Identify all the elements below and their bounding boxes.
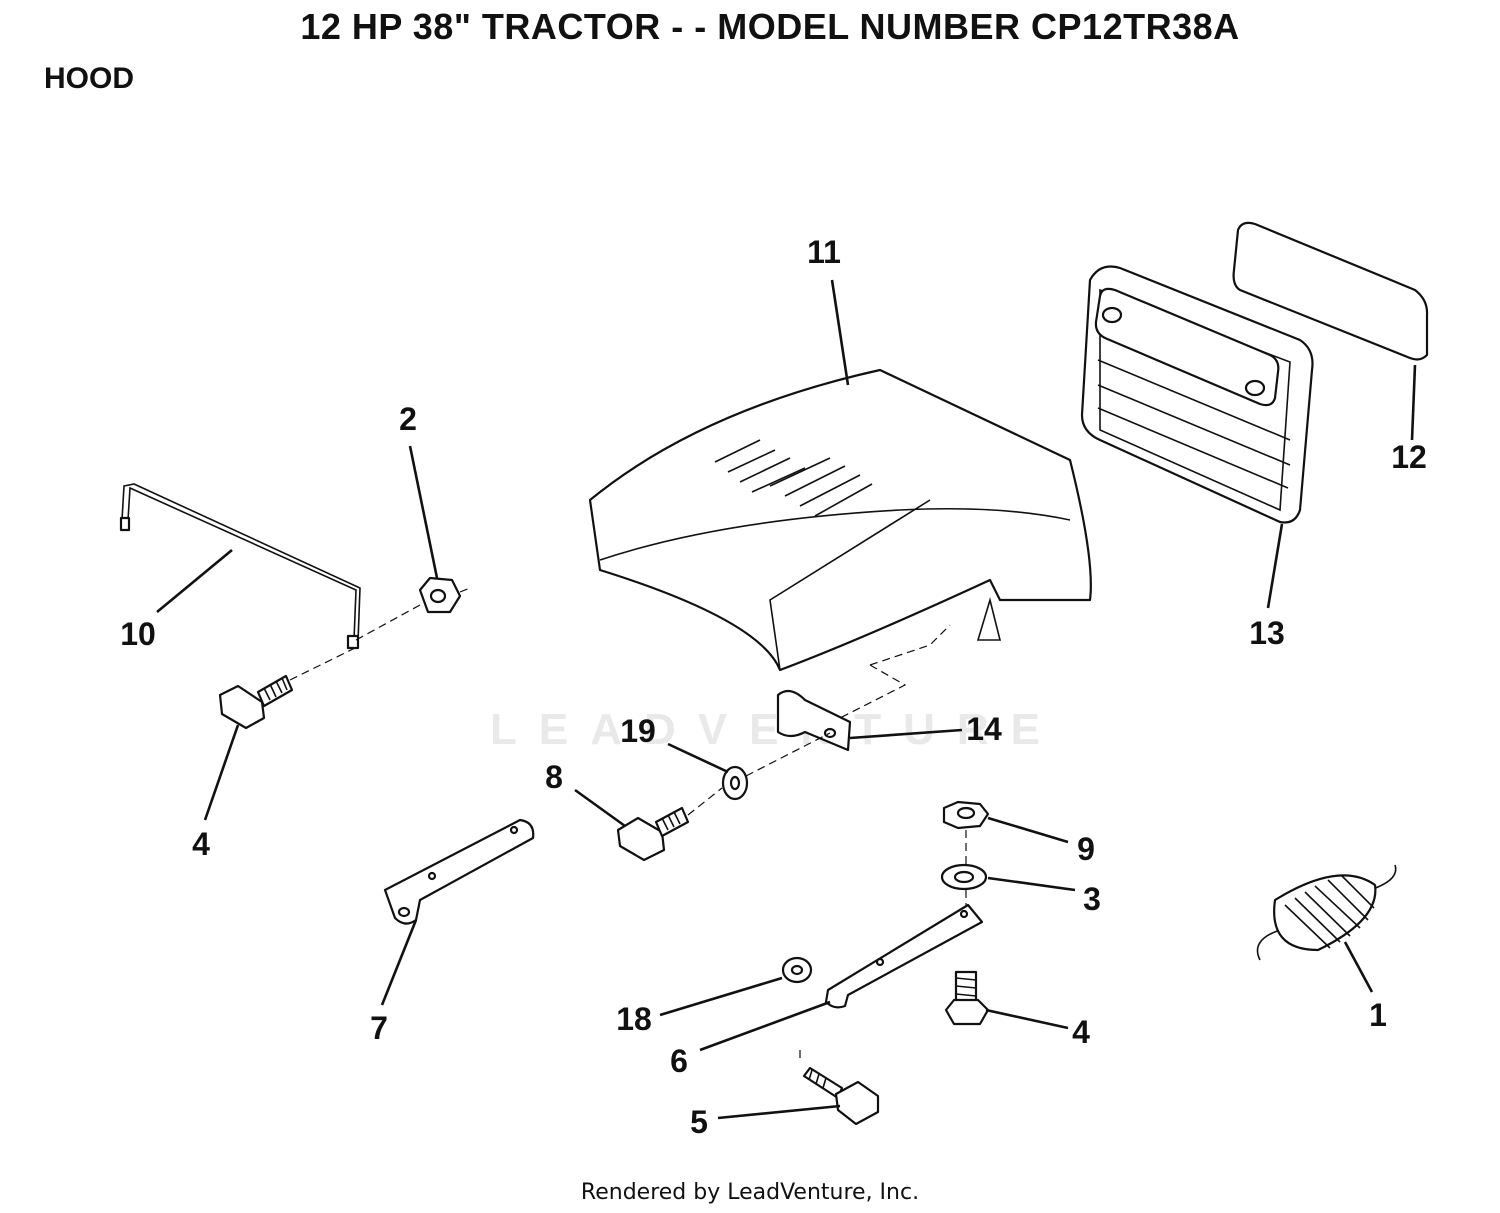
- part-10-hood-rod[interactable]: [119, 483, 361, 650]
- part-8-bolt[interactable]: [616, 806, 690, 862]
- part-2-nut[interactable]: [418, 576, 462, 614]
- part-9-nut[interactable]: [942, 800, 990, 830]
- callout-2: 2: [399, 401, 417, 437]
- assembly-line-bolt-washer: [687, 732, 831, 816]
- watermark: LEADVENTURE: [490, 705, 1063, 754]
- callout-1: 1: [1369, 997, 1387, 1033]
- part-1-spring[interactable]: [1256, 864, 1397, 961]
- part-5-bolt[interactable]: [802, 1066, 880, 1126]
- callout-7: 7: [370, 1010, 388, 1046]
- part-14-bracket[interactable]: [776, 689, 852, 752]
- callout-13: 13: [1249, 615, 1285, 651]
- part-3-washer[interactable]: [940, 863, 988, 891]
- part-18-washer[interactable]: [781, 956, 813, 984]
- part-12-emblem[interactable]: [1232, 221, 1429, 361]
- callout-10: 10: [120, 616, 156, 652]
- assembly-line-bolt-rod: [289, 647, 356, 681]
- callout-9: 9: [1077, 831, 1095, 867]
- diagram-title: 12 HP 38" TRACTOR - - MODEL NUMBER CP12T…: [300, 6, 1240, 47]
- callout-19: 19: [620, 713, 656, 749]
- assembly-line-rod-nut: [355, 587, 471, 641]
- assembly-line-hood-bracket: [839, 624, 951, 719]
- part-7-brace[interactable]: [383, 818, 535, 925]
- callout-11: 11: [807, 234, 841, 270]
- callout-4-left: 4: [192, 826, 210, 862]
- callout-6: 6: [670, 1043, 688, 1079]
- footer-credit: Rendered by LeadVenture, Inc.: [580, 1180, 920, 1205]
- part-19-lock-washer[interactable]: [721, 765, 749, 801]
- callout-5: 5: [690, 1104, 708, 1140]
- callout-3: 3: [1083, 881, 1101, 917]
- callout-8: 8: [545, 759, 563, 795]
- leader-lines: [156, 279, 1417, 1120]
- part-11-hood[interactable]: [588, 368, 1092, 672]
- part-4-bolt-right[interactable]: [944, 970, 990, 1026]
- part-4-bolt-left[interactable]: [218, 674, 294, 730]
- callout-12: 12: [1391, 439, 1427, 475]
- part-13-grille[interactable]: [1080, 265, 1314, 524]
- callout-4-right: 4: [1072, 1014, 1090, 1050]
- callout-18: 18: [616, 1001, 652, 1037]
- callout-14: 14: [966, 711, 1002, 747]
- section-label: HOOD: [44, 62, 134, 95]
